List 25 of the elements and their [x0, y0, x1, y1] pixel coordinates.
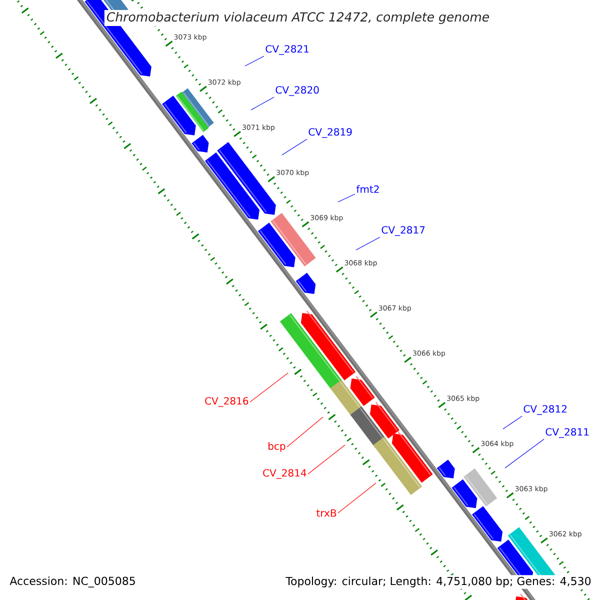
leader-line — [250, 372, 288, 402]
leader-line — [338, 194, 356, 202]
leader-line — [286, 416, 324, 448]
gene-label: CV_2816 — [205, 397, 248, 407]
gene-label: CV_2820 — [276, 86, 319, 96]
gene-label: CV_2812 — [524, 405, 566, 415]
gene-label: CV_2821 — [266, 45, 309, 55]
leader-line — [282, 138, 308, 156]
gene-label: bcp — [268, 442, 286, 452]
gene-label: fmt2 — [356, 185, 379, 193]
leader-line — [356, 236, 380, 250]
gene-label: trxB — [316, 509, 336, 517]
leader-line — [504, 438, 544, 468]
title: Chromobacterium violaceum ATCC 12472, complete genome — [104, 10, 492, 26]
leader-line — [338, 482, 376, 514]
gene-label: CV_2817 — [382, 226, 425, 236]
footer-text: Accession: NC_005085 — [8, 575, 138, 589]
leader-line — [502, 416, 522, 430]
leader-line — [308, 444, 346, 474]
leader-line — [250, 96, 274, 110]
gene-label: CV_2819 — [308, 128, 352, 138]
leader-line — [244, 56, 264, 66]
footer-text: Topology: circular; Length: 4,751,080 bp; Genes: 4,530 — [284, 575, 593, 589]
gene-label: CV_2814 — [263, 469, 306, 479]
gene-label: CV_2811 — [546, 428, 589, 438]
